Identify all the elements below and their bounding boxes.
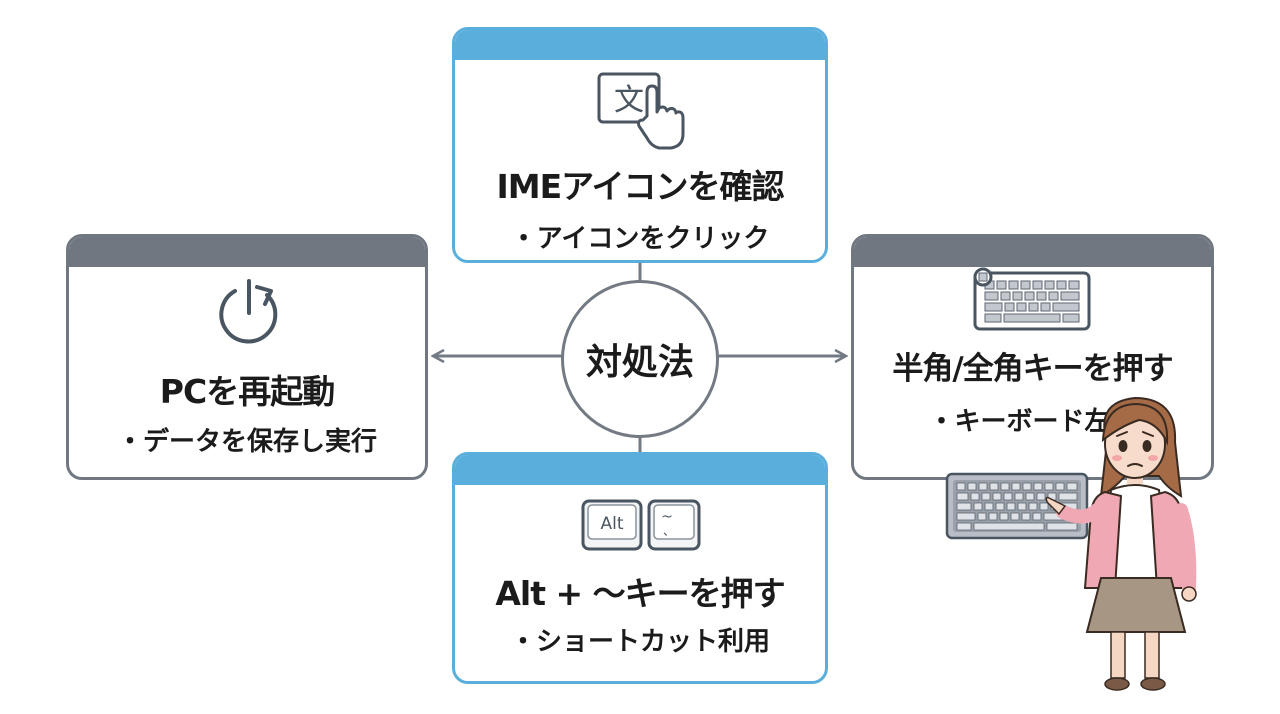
card-header-bar [854, 237, 1211, 267]
keyboard-icon [971, 267, 1095, 337]
center-label: 対処法 [585, 342, 694, 383]
alt-key-label: Alt [600, 514, 623, 534]
node-alt-tilde-key: Alt ~ 、 Alt + ～キーを押す ・ショートカット利用 [452, 452, 828, 684]
node-hankaku-zenkaku-key: 半角/全角キーを押す ・キーボード左上 [851, 234, 1214, 480]
node-title: 半角/全角キーを押す [892, 351, 1173, 387]
node-subtitle: ・ショートカット利用 [509, 627, 770, 657]
card-header-bar [455, 30, 825, 60]
node-subtitle: ・キーボード左上 [928, 407, 1137, 437]
node-subtitle: ・データを保存し実行 [116, 427, 377, 457]
node-title: Alt + ～キーを押す [495, 574, 785, 613]
tilde-key-lower-label: 、 [663, 524, 675, 538]
ime-character-click-icon: 文 [595, 70, 691, 156]
node-title: IMEアイコンを確認 [496, 167, 784, 206]
keyboard-illustration [945, 472, 1089, 540]
tilde-key-label: ~ [661, 509, 673, 525]
ime-icon-glyph: 文 [614, 83, 644, 118]
card-header-bar [455, 455, 825, 485]
node-restart-pc: PCを再起動 ・データを保存し実行 [66, 234, 428, 480]
alt-tilde-keys-icon: Alt ~ 、 [579, 497, 703, 557]
node-ime-icon-check: 文 IMEアイコンを確認 ・アイコンをクリック [452, 27, 828, 263]
node-subtitle: ・アイコンをクリック [510, 224, 770, 254]
card-header-bar [69, 237, 425, 267]
node-title: PCを再起動 [159, 372, 335, 411]
woman-pointing-keyboard-illustration [945, 396, 1197, 691]
center-hub: 対処法 [561, 280, 719, 438]
power-restart-icon [213, 277, 285, 353]
